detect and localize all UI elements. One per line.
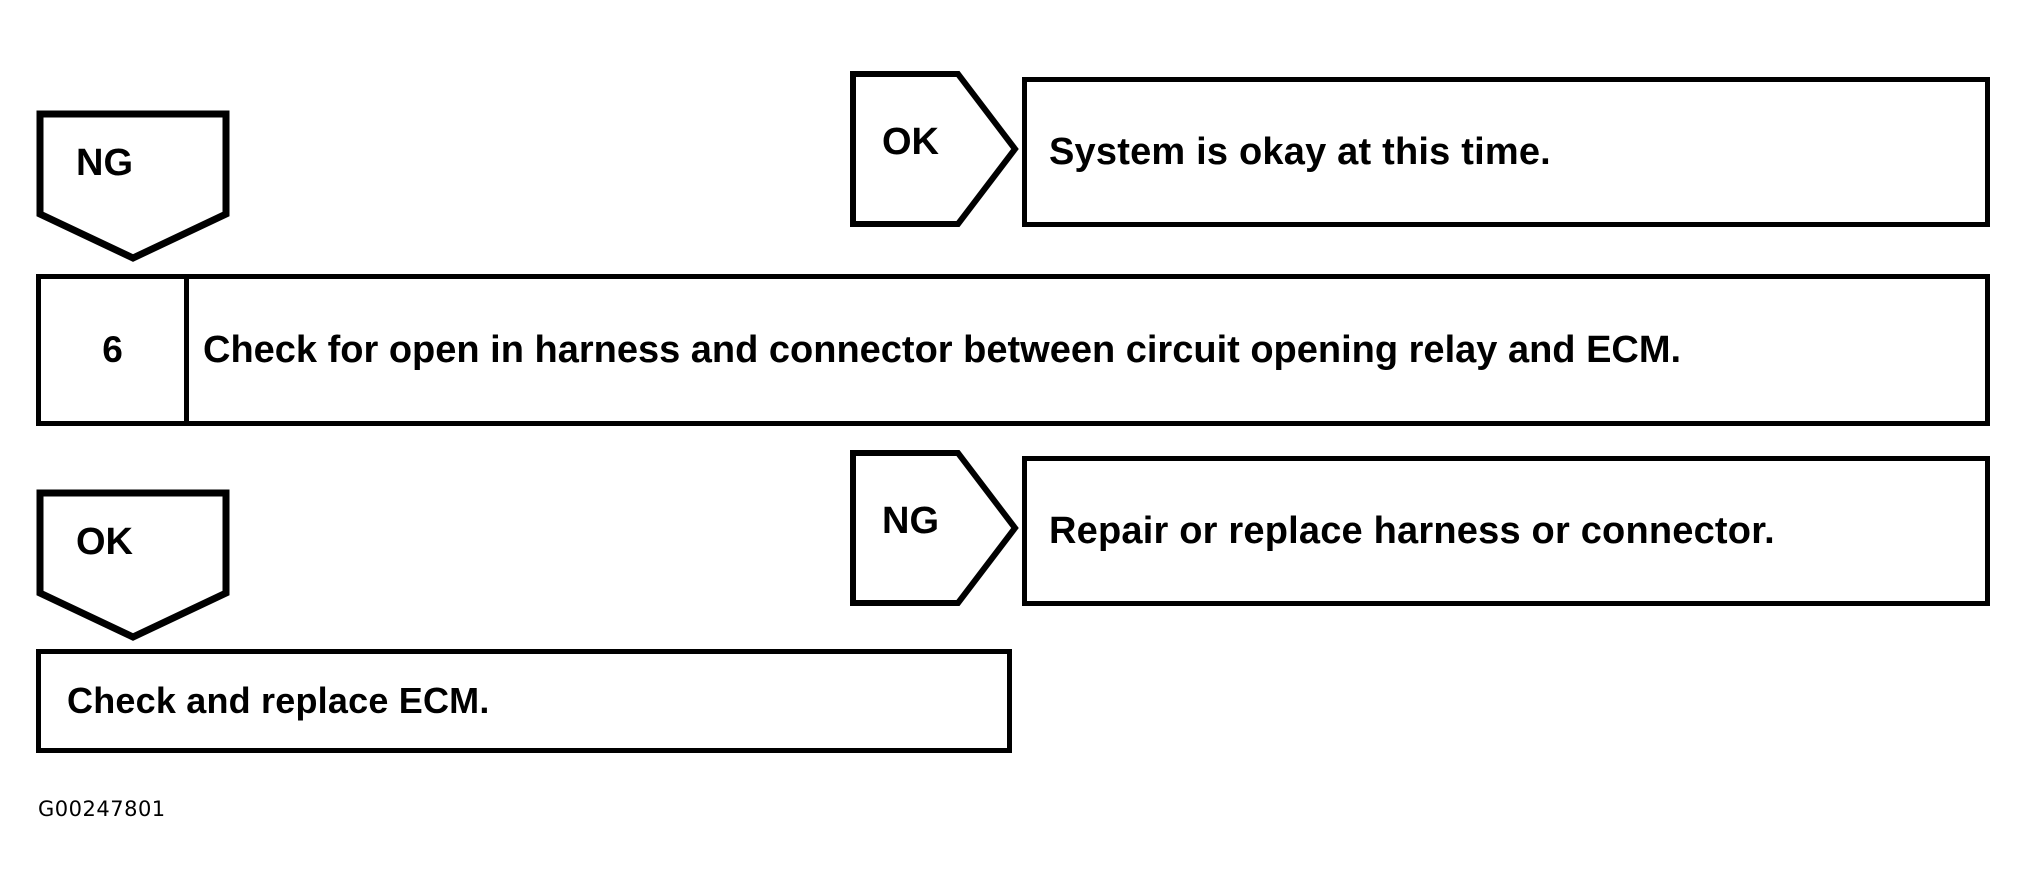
result-box-repair-harness-text: Repair or replace harness or connector. (1049, 509, 1775, 552)
step-description-cell: Check for open in harness and connector … (189, 279, 1985, 421)
step-number-cell: 6 (41, 279, 189, 421)
connector-ng-right: NG (850, 450, 1019, 606)
figure-caption: G00247801 (38, 797, 166, 821)
connector-ok-right-label: OK (882, 121, 939, 163)
connector-ok-down-label: OK (76, 521, 133, 563)
step-row-6: 6 Check for open in harness and connecto… (36, 274, 1990, 426)
connector-ng-down-label: NG (76, 142, 133, 184)
result-box-repair-harness: Repair or replace harness or connector. (1022, 456, 1990, 606)
result-box-system-ok: System is okay at this time. (1022, 77, 1990, 227)
connector-ng-right-label: NG (882, 500, 939, 542)
final-action-text: Check and replace ECM. (67, 679, 490, 721)
step-description-text: Check for open in harness and connector … (203, 328, 1682, 371)
step-number-text: 6 (102, 329, 123, 370)
connector-ng-down: NG (36, 110, 230, 262)
connector-ok-right: OK (850, 71, 1019, 227)
result-box-system-ok-text: System is okay at this time. (1049, 130, 1551, 173)
final-action-box: Check and replace ECM. (36, 649, 1012, 753)
connector-ok-down: OK (36, 489, 230, 641)
